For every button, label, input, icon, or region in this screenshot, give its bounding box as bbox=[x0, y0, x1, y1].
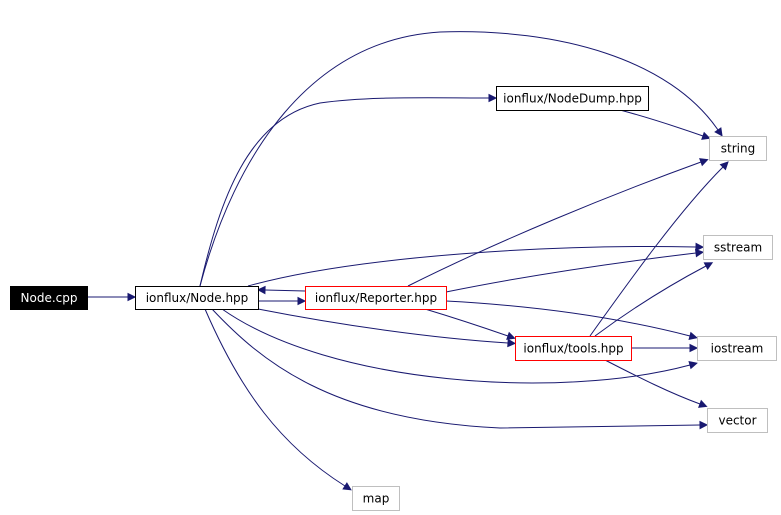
arrowhead-icon bbox=[701, 131, 711, 140]
node-label: Node.cpp bbox=[21, 291, 78, 305]
node-label: sstream bbox=[714, 241, 762, 255]
edge-line bbox=[424, 308, 509, 337]
edge-line bbox=[619, 109, 704, 137]
arrowhead-icon bbox=[127, 292, 137, 302]
nodes-layer: Node.cpp ionflux/Node.hpp ionflux/NodeDump… bbox=[10, 86, 777, 511]
node-node_cpp[interactable]: Node.cpp bbox=[10, 286, 88, 310]
edge-line bbox=[264, 289, 306, 292]
node-box bbox=[496, 86, 649, 111]
edge-line bbox=[204, 308, 346, 487]
edge-reporter-to-tools bbox=[424, 308, 516, 340]
arrowhead-icon bbox=[689, 343, 699, 353]
arrowhead-icon bbox=[342, 482, 352, 491]
node-sstream: sstream bbox=[703, 235, 773, 260]
edge-line bbox=[199, 31, 719, 287]
edge-line bbox=[257, 308, 509, 344]
arrowhead-icon bbox=[695, 242, 705, 252]
arrowhead-icon bbox=[688, 360, 698, 370]
node-label: iostream bbox=[711, 342, 764, 356]
node-box bbox=[697, 336, 777, 361]
node-box bbox=[10, 286, 88, 310]
edge-node_hpp-to-tools bbox=[257, 308, 517, 348]
node-box bbox=[305, 286, 447, 310]
node-label: string bbox=[721, 142, 755, 156]
edge-tools-to-sstream bbox=[594, 262, 714, 337]
arrowhead-icon bbox=[719, 161, 729, 171]
edge-reporter-to-sstream bbox=[445, 248, 705, 293]
edge-line bbox=[247, 246, 697, 287]
arrowhead-icon bbox=[699, 158, 709, 167]
edge-node_hpp-to-string bbox=[199, 31, 723, 287]
edge-line bbox=[221, 308, 691, 384]
arrowhead-icon bbox=[688, 331, 698, 341]
node-label: ionflux/Reporter.hpp bbox=[315, 291, 437, 305]
arrowhead-icon bbox=[507, 338, 517, 348]
edge-line bbox=[211, 308, 701, 429]
node-iostream: iostream bbox=[697, 336, 777, 361]
node-label: ionflux/Node.hpp bbox=[146, 291, 249, 305]
node-tools[interactable]: ionflux/tools.hpp bbox=[515, 336, 632, 361]
edge-line bbox=[594, 265, 707, 337]
edges-layer bbox=[87, 31, 729, 491]
arrowhead-icon bbox=[703, 262, 714, 271]
edge-reporter-to-string bbox=[407, 158, 709, 287]
node-box bbox=[352, 486, 400, 511]
edge-tools-to-iostream bbox=[631, 343, 699, 353]
edge-node_hpp-to-map bbox=[204, 308, 352, 491]
arrowhead-icon bbox=[694, 248, 705, 258]
node-string: string bbox=[709, 136, 767, 161]
edge-tools-to-vector bbox=[604, 359, 708, 408]
edge-node_cpp-to-node_hpp bbox=[87, 292, 137, 302]
edge-tools-to-string bbox=[589, 161, 729, 337]
arrowhead-icon bbox=[506, 331, 516, 340]
edge-node_hpp-to-vector bbox=[211, 308, 709, 430]
node-box bbox=[703, 235, 773, 260]
arrowhead-icon bbox=[699, 420, 709, 430]
node-box bbox=[515, 336, 632, 361]
node-reporter[interactable]: ionflux/Reporter.hpp bbox=[305, 286, 447, 310]
node-map: map bbox=[352, 486, 400, 511]
node-label: vector bbox=[718, 414, 756, 428]
edge-line bbox=[199, 97, 490, 287]
node-box bbox=[707, 408, 768, 433]
node-vector: vector bbox=[707, 408, 768, 433]
edge-line bbox=[604, 359, 701, 405]
edge-line bbox=[589, 166, 724, 337]
edge-line bbox=[445, 252, 697, 293]
edge-reporter-to-iostream bbox=[445, 300, 698, 341]
arrowhead-icon bbox=[297, 296, 307, 306]
node-box bbox=[135, 286, 259, 310]
edge-line bbox=[407, 161, 702, 287]
arrowhead-icon bbox=[714, 127, 723, 137]
edge-node_hpp-to-nodedump bbox=[199, 93, 498, 287]
node-box bbox=[709, 136, 767, 161]
edge-nodedump-to-string bbox=[619, 109, 711, 140]
node-label: map bbox=[363, 492, 390, 506]
edge-node_hpp-to-sstream bbox=[247, 242, 705, 287]
edge-node_hpp-to-iostream bbox=[221, 308, 698, 384]
node-label: ionflux/tools.hpp bbox=[523, 342, 623, 356]
node-nodedump[interactable]: ionflux/NodeDump.hpp bbox=[496, 86, 649, 111]
edge-node_hpp-to-reporter bbox=[258, 296, 307, 306]
node-node_hpp[interactable]: ionflux/Node.hpp bbox=[135, 286, 259, 310]
arrowhead-icon bbox=[698, 399, 708, 408]
arrowhead-icon bbox=[256, 285, 266, 295]
edge-line bbox=[445, 300, 691, 337]
node-label: ionflux/NodeDump.hpp bbox=[503, 92, 642, 106]
arrowhead-icon bbox=[488, 93, 498, 103]
edge-reporter-to-node_hpp bbox=[256, 285, 306, 295]
